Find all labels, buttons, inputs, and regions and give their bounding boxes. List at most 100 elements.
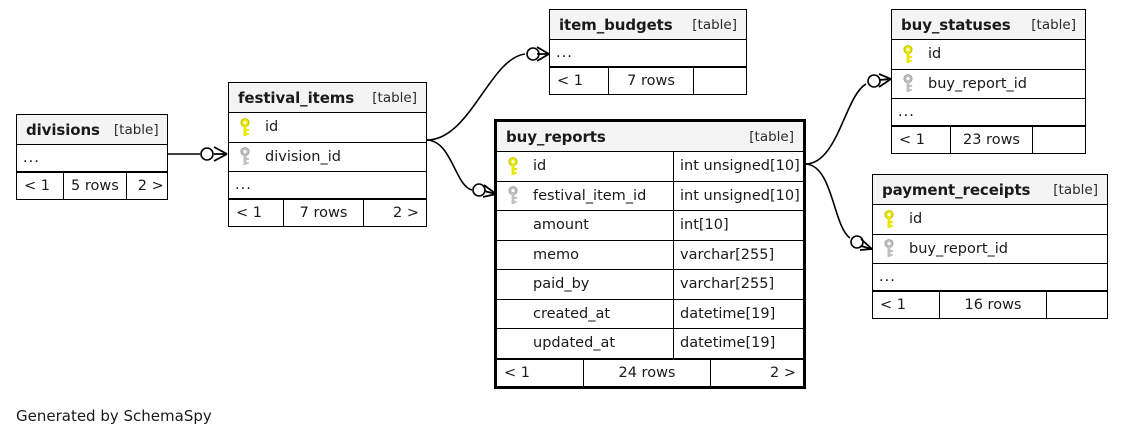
column-name-cell: updated_at bbox=[497, 329, 673, 358]
next-page-button[interactable]: 2 > bbox=[137, 178, 164, 194]
column-name-cell: id bbox=[229, 113, 426, 142]
row-count-label: 16 rows bbox=[939, 292, 1047, 318]
column-name-cell: buy_report_id bbox=[873, 235, 1107, 264]
table-buy_reports[interactable]: buy_reports [table] id int unsigned[10]fest… bbox=[494, 119, 806, 389]
column-row-division_id[interactable]: division_id bbox=[229, 143, 426, 172]
prev-page-button[interactable]: < 1 bbox=[880, 297, 906, 313]
column-row-id[interactable]: id bbox=[229, 113, 426, 143]
column-label: buy_report_id bbox=[928, 75, 1027, 92]
column-type-cell: varchar[255] bbox=[673, 270, 803, 299]
table-title: festival_items bbox=[238, 88, 355, 107]
column-name-cell: buy_report_id bbox=[892, 70, 1085, 99]
prev-page-button[interactable]: < 1 bbox=[236, 205, 262, 221]
more-columns-ellipsis[interactable]: ... bbox=[873, 264, 1107, 291]
column-name-cell: created_at bbox=[497, 300, 673, 329]
prev-page-button[interactable]: < 1 bbox=[504, 364, 530, 381]
next-page-button[interactable] bbox=[1033, 127, 1085, 153]
foreign-key-icon bbox=[237, 147, 263, 166]
column-label: id bbox=[928, 46, 942, 63]
next-page-button[interactable] bbox=[694, 68, 746, 94]
edge-buy_reports-payment_receipts bbox=[805, 163, 873, 251]
edge-festival_items-buy_reports bbox=[426, 139, 497, 198]
column-label: amount bbox=[533, 217, 589, 234]
table-type-tag: [table] bbox=[692, 16, 737, 33]
more-columns-ellipsis[interactable]: ... bbox=[17, 145, 167, 172]
table-payment_receipts[interactable]: payment_receipts [table] id buy_report_id..… bbox=[872, 174, 1108, 319]
table-title: buy_reports bbox=[506, 127, 606, 146]
edge-divisions-festival_items bbox=[168, 146, 228, 162]
column-label: updated_at bbox=[533, 335, 616, 352]
column-row-created_at[interactable]: created_at datetime[19] bbox=[497, 299, 803, 329]
table-item_budgets[interactable]: item_budgets [table]... < 1 7 rows bbox=[549, 9, 747, 95]
column-label: buy_report_id bbox=[909, 240, 1008, 257]
column-label: id bbox=[533, 158, 547, 175]
column-name-cell: id bbox=[892, 40, 1085, 69]
next-page-button[interactable]: 2 > bbox=[770, 364, 796, 381]
table-type-tag: [table] bbox=[1053, 181, 1098, 198]
more-columns-ellipsis[interactable]: ... bbox=[892, 99, 1085, 126]
table-title: item_budgets bbox=[559, 15, 673, 34]
column-label: memo bbox=[533, 246, 580, 263]
foreign-key-icon bbox=[900, 74, 926, 93]
credit-text: Generated by SchemaSpy bbox=[16, 407, 212, 425]
table-type-tag: [table] bbox=[372, 89, 417, 106]
column-label: created_at bbox=[533, 305, 611, 322]
column-row-id[interactable]: id int unsigned[10] bbox=[497, 152, 803, 182]
table-type-tag: [table] bbox=[113, 121, 159, 138]
table-type-tag: [table] bbox=[749, 128, 794, 145]
column-row-buy_report_id[interactable]: buy_report_id bbox=[873, 235, 1107, 264]
column-type-cell: varchar[255] bbox=[673, 240, 803, 269]
column-name-cell: festival_item_id bbox=[497, 182, 673, 211]
column-type-cell: int unsigned[10] bbox=[673, 152, 803, 181]
row-count-label: 7 rows bbox=[608, 68, 694, 94]
column-row-amount[interactable]: amount int[10] bbox=[497, 211, 803, 241]
prev-page-button[interactable]: < 1 bbox=[24, 178, 50, 194]
foreign-key-icon bbox=[881, 239, 907, 258]
column-row-paid_by[interactable]: paid_by varchar[255] bbox=[497, 270, 803, 300]
next-page-button[interactable] bbox=[1047, 292, 1107, 318]
table-footer-item_budgets: < 1 7 rows bbox=[550, 67, 746, 94]
table-title: buy_statuses bbox=[901, 15, 1011, 34]
primary-key-icon bbox=[900, 44, 926, 64]
column-row-id[interactable]: id bbox=[873, 205, 1107, 235]
primary-key-icon bbox=[881, 209, 907, 229]
more-columns-ellipsis[interactable]: ... bbox=[229, 172, 426, 199]
column-name-cell: id bbox=[497, 152, 673, 181]
prev-page-button[interactable]: < 1 bbox=[557, 73, 583, 89]
foreign-key-icon bbox=[505, 186, 531, 205]
column-label: id bbox=[265, 119, 279, 136]
next-page-button[interactable]: 2 > bbox=[393, 205, 419, 221]
column-name-cell: id bbox=[873, 205, 1107, 234]
column-row-buy_report_id[interactable]: buy_report_id bbox=[892, 70, 1085, 99]
edge-buy_reports-buy_statuses bbox=[805, 73, 892, 165]
prev-page-button[interactable]: < 1 bbox=[899, 132, 925, 148]
column-row-updated_at[interactable]: updated_at datetime[19] bbox=[497, 329, 803, 359]
column-name-cell: paid_by bbox=[497, 270, 673, 299]
table-header-buy_reports: buy_reports [table] bbox=[497, 122, 803, 152]
table-title: divisions bbox=[26, 120, 100, 139]
column-name-cell: memo bbox=[497, 241, 673, 270]
table-footer-buy_statuses: < 1 23 rows bbox=[892, 126, 1085, 153]
table-festival_items[interactable]: festival_items [table] id division_id... < 1… bbox=[228, 82, 427, 227]
table-header-item_budgets: item_budgets [table] bbox=[550, 10, 746, 40]
table-header-divisions: divisions [table] bbox=[17, 115, 167, 145]
column-name-cell: amount bbox=[497, 211, 673, 240]
column-label: id bbox=[909, 211, 923, 228]
column-row-id[interactable]: id bbox=[892, 40, 1085, 70]
column-type-cell: datetime[19] bbox=[673, 329, 803, 358]
column-type-cell: int[10] bbox=[673, 211, 803, 240]
primary-key-icon bbox=[505, 156, 531, 176]
table-title: payment_receipts bbox=[882, 180, 1031, 199]
column-row-memo[interactable]: memo varchar[255] bbox=[497, 240, 803, 270]
column-type-cell: datetime[19] bbox=[673, 299, 803, 328]
column-name-cell: division_id bbox=[229, 143, 426, 172]
column-label: paid_by bbox=[533, 276, 590, 293]
row-count-label: 23 rows bbox=[950, 127, 1033, 153]
more-columns-ellipsis[interactable]: ... bbox=[550, 40, 746, 67]
table-type-tag: [table] bbox=[1031, 16, 1076, 33]
